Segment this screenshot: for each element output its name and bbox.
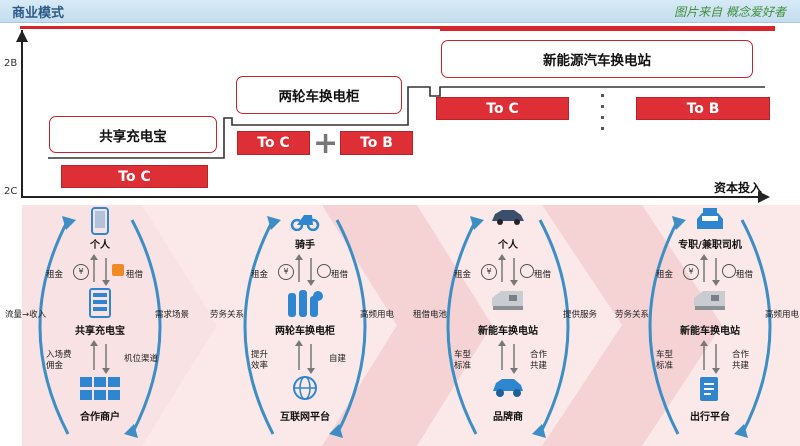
panel3-down-right-label-2: 共建 <box>530 361 548 371</box>
panel1-up-right-label: 租借 <box>126 270 144 280</box>
panel4-down-left-label-2: 标准 <box>656 361 674 371</box>
panel2-bottom-icon <box>283 375 327 405</box>
panel4-rent-coin-icon: ¥ <box>683 264 699 280</box>
panel1-down-right-label: 机位渠道 <box>124 354 159 364</box>
panel4-up-left-label: 租金 <box>656 270 674 280</box>
panel2-bottom-label: 互联网平台 <box>280 412 330 423</box>
panel2-mid-icon <box>285 288 325 322</box>
y-axis-arrow <box>16 30 28 42</box>
panel1-down-left-label-2: 佣金 <box>46 361 64 371</box>
panel1-mid-icon <box>80 288 120 322</box>
stage-two-wheel-swap-cabinet: 两轮车换电柜 <box>236 76 402 114</box>
top-divider <box>20 26 775 29</box>
panel1-left-side-label: 流量→收入 <box>5 310 47 320</box>
panel3-down-left-label-1: 车型 <box>454 350 472 360</box>
source-brand: 图片来自 概念爱好者 <box>674 3 786 20</box>
x-axis-arrow <box>758 191 770 203</box>
panel4-right-side-label: 高频用电 <box>765 310 800 320</box>
panel2-up-right-label: 租借 <box>331 270 349 280</box>
ellipsis-dots <box>601 94 605 130</box>
panel1-bottom-icon <box>78 375 122 407</box>
tag-to-b-stage3: To B <box>636 97 770 120</box>
panel4-top-label: 专职/兼职司机 <box>678 240 742 251</box>
panel4-down-right-label-2: 共建 <box>732 361 750 371</box>
panel4-mid-label: 新能车换电站 <box>680 326 740 337</box>
panel4-top-icon <box>692 207 728 237</box>
stage-ev-swap-station: 新能源汽车换电站 <box>441 40 753 78</box>
panel4-lease-icon <box>722 264 736 278</box>
panel3-rent-coin-icon: ¥ <box>481 264 497 280</box>
x-axis-label: 资本投入 <box>714 181 763 195</box>
panel3-up-left-label: 租金 <box>454 270 472 280</box>
staircase-line <box>48 86 765 159</box>
panel2-left-side-label: 劳务关系 <box>210 310 245 320</box>
header-bar <box>0 0 800 23</box>
panel2-top-label: 骑手 <box>295 240 315 251</box>
panel1-up-left-label: 租金 <box>46 270 64 280</box>
panel4-down-right-label-1: 合作 <box>732 350 750 360</box>
panel3-bottom-label: 品牌商 <box>493 412 523 423</box>
panel3-right-side-label: 提供服务 <box>563 310 598 320</box>
x-axis <box>21 196 761 198</box>
panel4-cycle-arcs <box>648 216 772 438</box>
panel2-lease-icon <box>317 264 331 278</box>
panel3-down-right-label-1: 合作 <box>530 350 548 360</box>
panel1-right-side-label: 需求场景 <box>155 310 190 320</box>
tag-to-c-stage1: To C <box>61 165 208 188</box>
tag-to-b-stage2: To B <box>340 131 413 155</box>
panel1-rent-coin-icon: ¥ <box>73 264 89 280</box>
panel2-up-left-label: 租金 <box>251 270 269 280</box>
panel1-mid-label: 共享充电宝 <box>75 326 125 337</box>
panel1-lease-icon <box>112 264 124 276</box>
panel3-mid-label: 新能车换电站 <box>478 326 538 337</box>
panel2-down-left-label-1: 提升 <box>251 350 269 360</box>
panel3-top-icon <box>490 207 526 229</box>
panel3-down-left-label-2: 标准 <box>454 361 472 371</box>
panel3-bottom-icon <box>486 375 530 403</box>
top-divider-accent <box>440 26 775 31</box>
panel4-bottom-icon <box>688 375 732 407</box>
panel2-rent-coin-icon: ¥ <box>278 264 294 280</box>
plus-sign: + <box>313 126 339 161</box>
panel3-lease-icon <box>520 264 534 278</box>
panel4-up-right-label: 租借 <box>736 270 754 280</box>
panel-background-shapes <box>22 205 722 446</box>
panel3-mid-icon <box>488 288 528 316</box>
brand-text: 图片来自 概念爱好者 <box>674 5 786 19</box>
page-title: 商业模式 <box>12 6 65 21</box>
panel3-up-right-label: 租借 <box>534 270 552 280</box>
tag-to-c-stage3: To C <box>436 97 569 120</box>
tag-to-c-stage2: To C <box>237 131 310 155</box>
panel2-mid-label: 两轮车换电柜 <box>275 326 335 337</box>
panel4-down-left-label-1: 车型 <box>656 350 674 360</box>
panel1-down-left-label-1: 入场费 <box>46 350 72 360</box>
panel3-cycle-arcs <box>446 216 570 438</box>
panel1-cycle-arcs <box>38 216 162 438</box>
y-axis <box>21 30 23 198</box>
panel1-top-label: 个人 <box>90 240 110 251</box>
panel3-left-side-label: 租借电池 <box>413 310 448 320</box>
panel2-cycle-arcs <box>243 216 367 438</box>
panel2-right-side-label: 高频用电 <box>360 310 395 320</box>
panel4-bottom-label: 出行平台 <box>690 412 730 423</box>
panel2-down-left-label-2: 效率 <box>251 361 269 371</box>
stage-shared-power-bank: 共享充电宝 <box>49 116 217 153</box>
panel4-left-side-label: 劳务关系 <box>615 310 650 320</box>
panel2-down-right-label: 自建 <box>329 354 347 364</box>
y-label-bottom: 2C <box>4 186 18 197</box>
panel1-top-icon <box>82 207 118 239</box>
panel1-bottom-label: 合作商户 <box>80 412 120 423</box>
panel2-top-icon <box>287 207 323 235</box>
panel4-mid-icon <box>690 288 730 316</box>
y-label-top: 2B <box>4 58 18 69</box>
panel3-top-label: 个人 <box>498 240 518 251</box>
